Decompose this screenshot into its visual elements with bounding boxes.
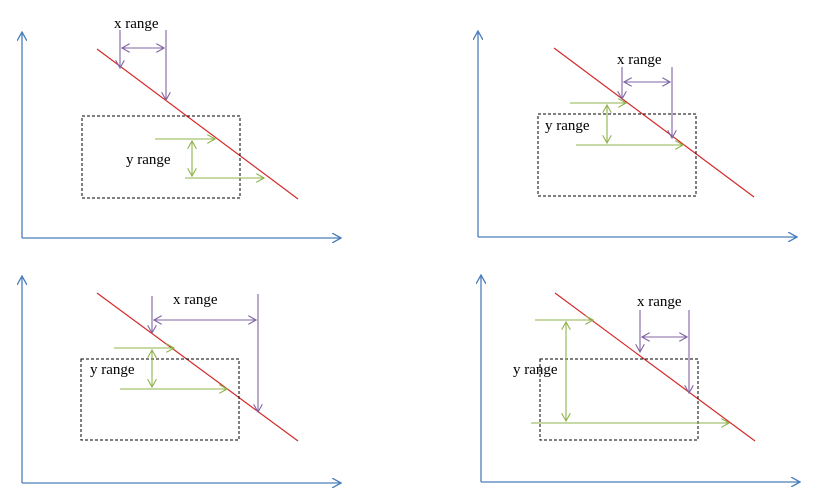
panel-bottom-left: x range y range <box>22 276 341 483</box>
x-range-label: x range <box>617 52 662 68</box>
x-range-label: x range <box>637 294 682 310</box>
red-line <box>96 292 299 442</box>
dashed-box <box>80 358 240 441</box>
panel-bottom-right: x range y range <box>481 275 800 482</box>
y-range-label: y range <box>545 118 590 134</box>
y-range-label: y range <box>513 362 558 378</box>
x-range-marker <box>120 30 166 100</box>
y-range-marker <box>531 320 729 423</box>
x-range-label: x range <box>114 16 159 32</box>
red-line <box>554 292 756 442</box>
red-line <box>553 47 755 198</box>
y-range-label: y range <box>90 362 135 378</box>
x-range-marker <box>152 294 258 412</box>
panel-top-left: x range y range <box>22 16 341 238</box>
red-line <box>96 48 299 200</box>
y-range-label: y range <box>126 152 171 168</box>
dashed-box <box>539 358 699 441</box>
panel-top-right: x range y range <box>478 31 797 237</box>
y-range-marker <box>570 103 683 145</box>
x-range-label: x range <box>173 292 218 308</box>
x-range-marker <box>622 67 672 138</box>
y-range-marker <box>114 348 227 389</box>
y-range-marker <box>155 139 264 178</box>
x-range-marker <box>640 310 689 393</box>
